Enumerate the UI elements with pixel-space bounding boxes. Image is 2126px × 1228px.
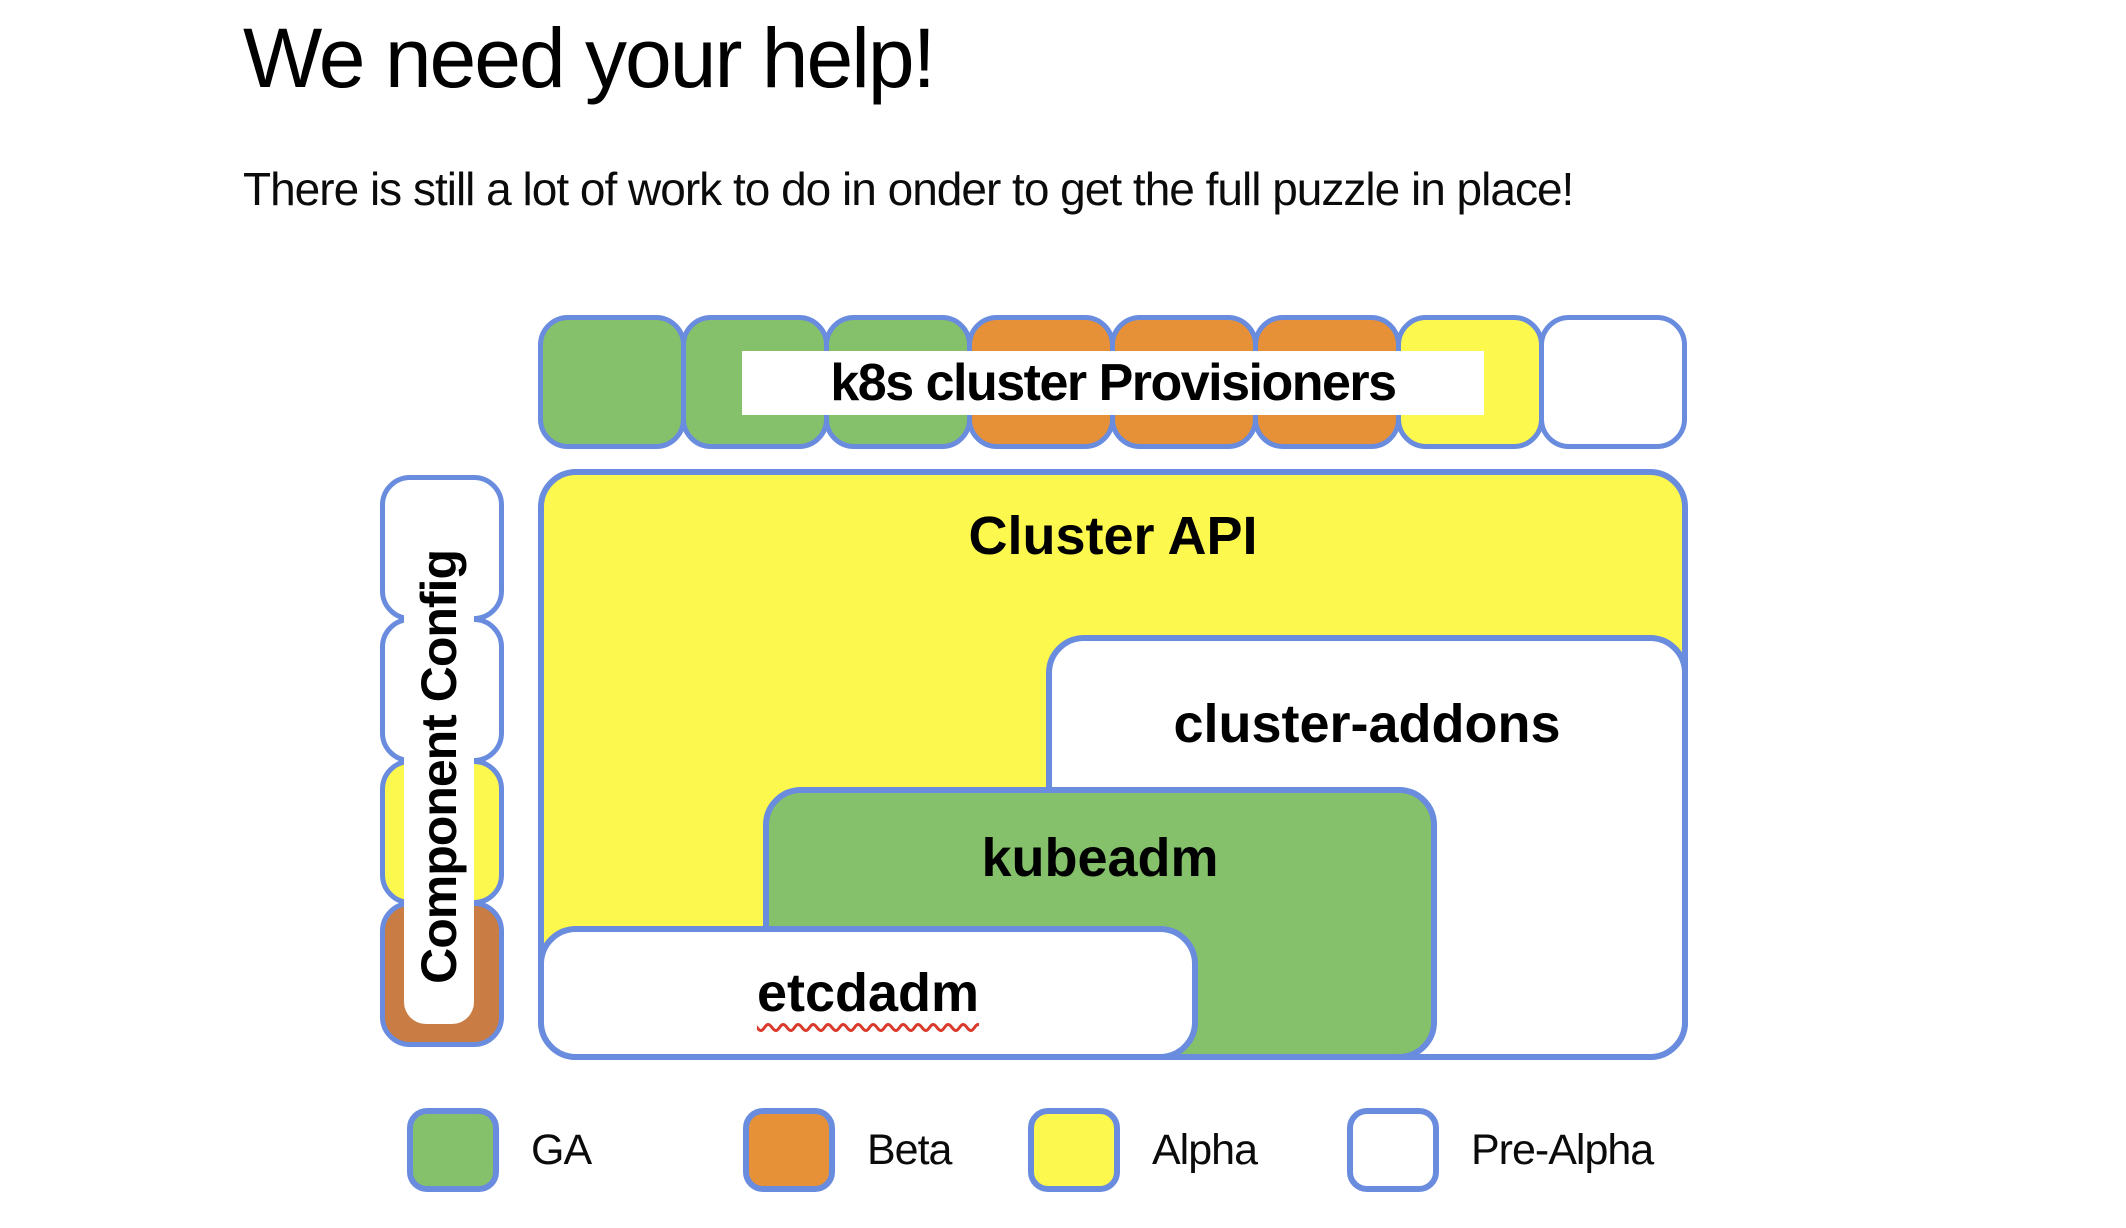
- legend-label: Alpha: [1152, 1125, 1258, 1174]
- legend-label: Pre-Alpha: [1471, 1125, 1654, 1174]
- etcdadm-label-text: etcdadm: [756, 963, 980, 1023]
- provisioners-row-label: k8s cluster Provisioners: [742, 351, 1484, 415]
- page-title: We need your help!: [243, 11, 936, 105]
- puzzle-piece-prealpha: [1539, 315, 1687, 449]
- legend-item-beta: Beta: [743, 1108, 952, 1192]
- legend-swatch-ga: [407, 1108, 499, 1192]
- cluster-api-label: Cluster API: [968, 506, 1258, 566]
- legend-item-alpha: Alpha: [1028, 1108, 1258, 1192]
- puzzle-piece-ga: [538, 315, 686, 449]
- legend-swatch-beta: [743, 1108, 835, 1192]
- legend-swatch-alpha: [1028, 1108, 1120, 1192]
- etcdadm-block: etcdadm: [538, 926, 1198, 1060]
- etcdadm-label: etcdadm: [544, 962, 1192, 1024]
- legend-label: GA: [531, 1125, 592, 1174]
- page-subtitle: There is still a lot of work to do in on…: [243, 163, 1574, 215]
- component-config-label-box: Component Config: [404, 510, 474, 1024]
- legend-label: Beta: [867, 1125, 952, 1174]
- kubeadm-label: kubeadm: [981, 828, 1219, 888]
- component-config-label: Component Config: [411, 550, 467, 984]
- legend-item-ga: GA: [407, 1108, 592, 1192]
- cluster-addons-label: cluster-addons: [1173, 694, 1561, 754]
- legend-item-pre-alpha: Pre-Alpha: [1347, 1108, 1654, 1192]
- legend-swatch-prealpha: [1347, 1108, 1439, 1192]
